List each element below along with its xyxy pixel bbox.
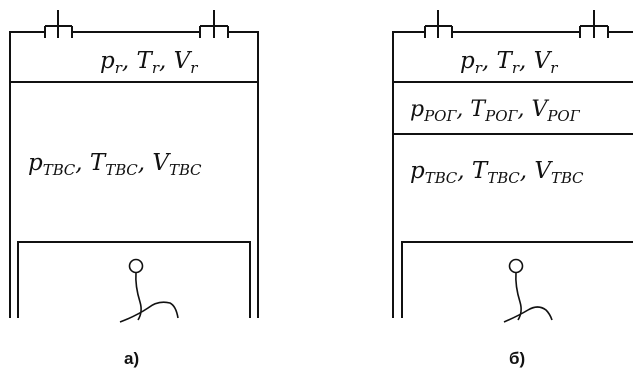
- connecting-rod-a: [119, 258, 179, 323]
- zone-a-fuel-mixture-label: pТВС, TТВС, VТВС: [28, 150, 202, 179]
- zone-a-residual-label: pr, Tr, Vr: [100, 48, 198, 77]
- connecting-rod-b: [503, 258, 553, 323]
- zone-b-recirculated-gas-label: pРОГ, TРОГ, VРОГ: [410, 97, 581, 125]
- piston-b: [401, 241, 633, 318]
- caption-a: а): [124, 349, 139, 368]
- cylinder-head-a: [9, 31, 259, 318]
- exhaust-valve-b: [579, 10, 609, 38]
- cylinder-diagram-b: pr, Tr, Vr pРОГ, TРОГ, VРОГ pТВС, TТВС, …: [392, 10, 633, 368]
- caption-b: б): [509, 349, 525, 368]
- zone-b-fuel-mixture-label: pТВС, TТВС, VТВС: [410, 158, 584, 187]
- cylinder-diagram-a: pr, Tr, Vr pТВС, TТВС, VТВС а): [9, 10, 259, 368]
- intake-valve-b: [424, 10, 453, 38]
- cylinder-head-b: [392, 31, 633, 318]
- intake-valve-a: [44, 10, 73, 38]
- piston-a: [17, 241, 251, 318]
- exhaust-valve-a: [199, 10, 229, 38]
- zone-b-residual-label: pr, Tr, Vr: [460, 48, 558, 77]
